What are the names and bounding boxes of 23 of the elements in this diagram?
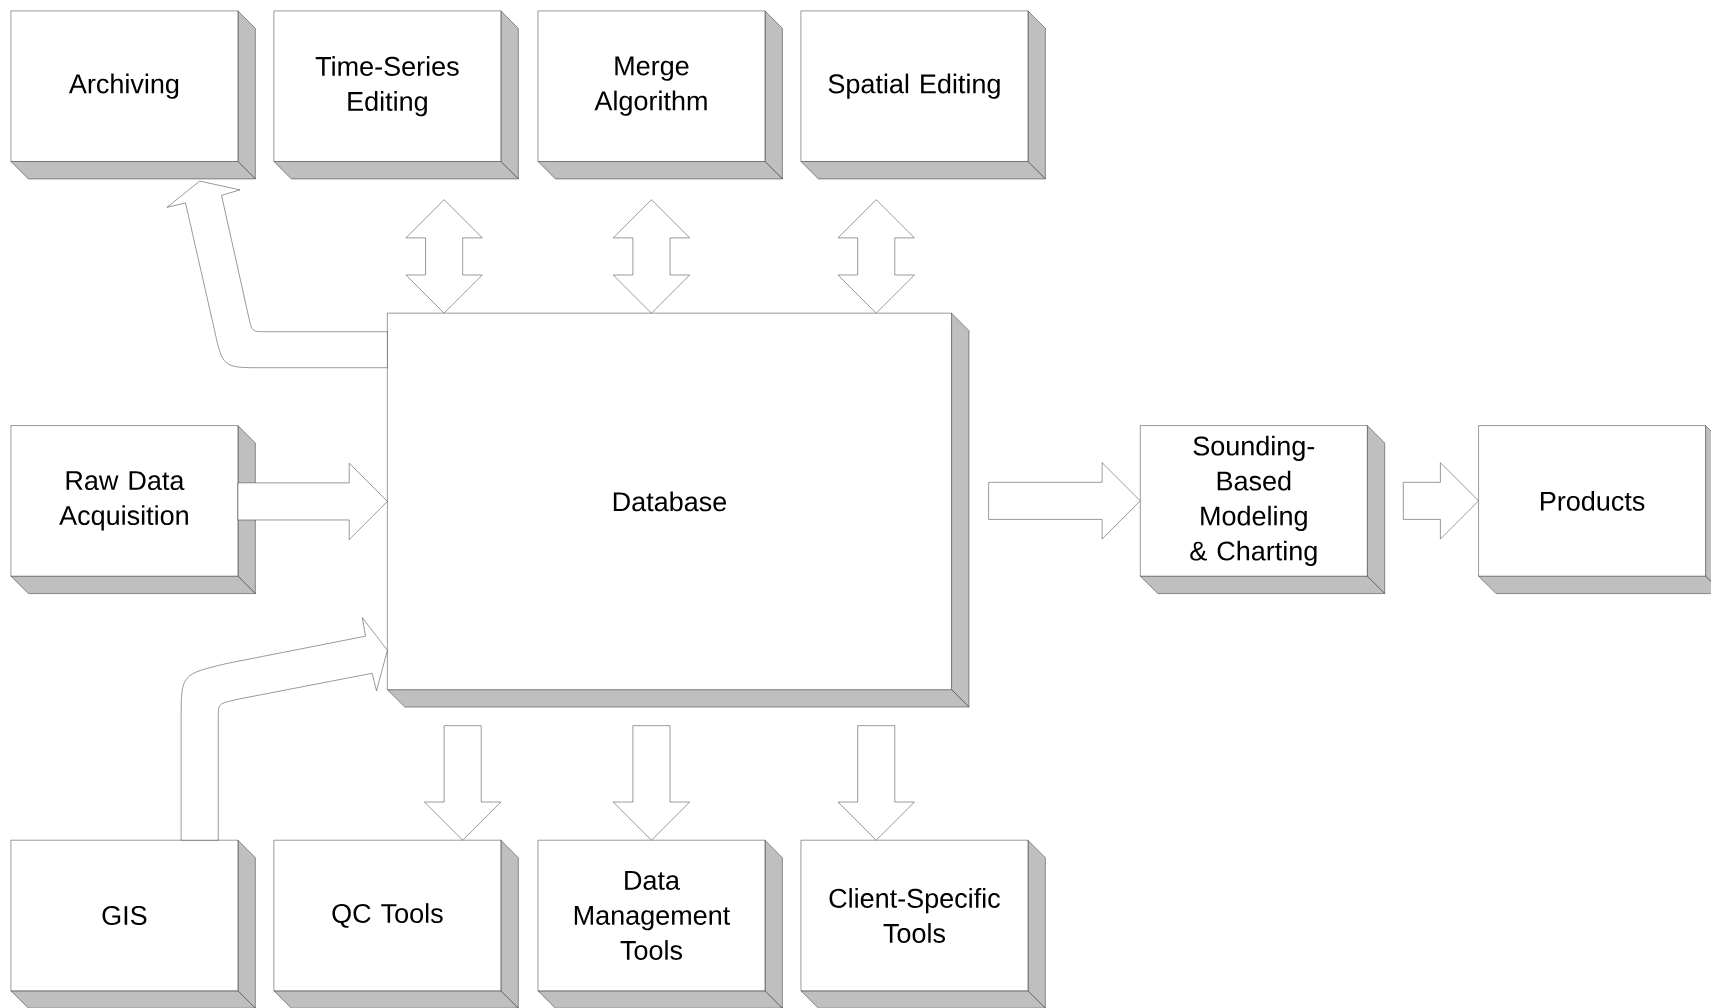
3d-box: Merge Algorithm xyxy=(537,10,783,180)
3d-box: Raw Data Acquisition xyxy=(10,425,256,594)
block-arrow xyxy=(180,617,388,841)
3d-box: Sounding-Based Modeling & Charting xyxy=(1140,425,1385,594)
block-arrow xyxy=(1403,462,1479,540)
3d-box: Spatial Editing xyxy=(800,10,1046,180)
block-arrow xyxy=(405,199,483,314)
3d-box: Time-Series Editing xyxy=(273,10,519,180)
block-arrow xyxy=(988,462,1141,540)
3d-box: Database xyxy=(387,312,970,708)
3d-box: Data Management Tools xyxy=(537,839,783,1008)
block-arrow xyxy=(613,199,690,314)
block-arrow xyxy=(837,199,915,314)
block-arrow xyxy=(613,725,690,841)
block-arrow xyxy=(166,180,388,368)
3d-box: Archiving xyxy=(10,10,256,180)
3d-box: Products xyxy=(1478,425,1711,594)
3d-box: GIS xyxy=(10,839,256,1008)
block-arrow xyxy=(237,462,388,540)
3d-box: QC Tools xyxy=(273,839,519,1008)
block-arrow xyxy=(424,725,502,841)
block-arrow xyxy=(837,725,915,841)
3d-box: Client-Specific Tools xyxy=(800,839,1046,1008)
